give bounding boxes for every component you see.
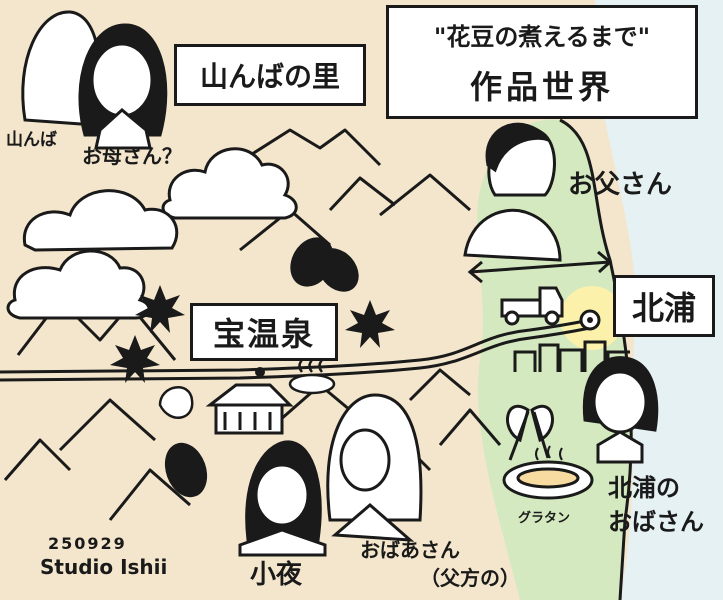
mother-label: お母さん？ [82, 144, 182, 168]
clouds [6, 147, 298, 320]
grandma-label: おばあさん [360, 538, 460, 562]
village-label: 山んばの里 [199, 60, 340, 93]
onsen-label-box: 宝温泉 [190, 303, 338, 361]
town-buildings [513, 340, 630, 372]
maple-leaves [110, 285, 395, 383]
title-box: "花豆の煮えるまで" 作品世界 [386, 5, 698, 119]
kitaura-label-box: 北浦 [613, 275, 715, 337]
truck [500, 286, 564, 326]
characters [21, 10, 659, 557]
kitaura-label: 北浦 [631, 289, 696, 327]
mother-face [90, 42, 154, 118]
ribbon [506, 404, 554, 461]
father-label: お父さん [568, 170, 673, 200]
onsen-location-dot [255, 367, 265, 377]
aunt-label-line1: 北浦の [608, 474, 680, 502]
gratin-dish [502, 445, 594, 500]
chestnut [158, 386, 194, 419]
aunt-label-line2: おばさん [608, 508, 704, 536]
signature-date: 250929 [48, 534, 127, 553]
title-quote: "花豆の煮えるまで" [433, 22, 651, 51]
house [205, 383, 294, 435]
gratin-label: グラタン [518, 511, 571, 526]
onsen-label: 宝温泉 [212, 315, 315, 353]
village-label-box: 山んばの里 [174, 44, 366, 106]
father-hair [485, 122, 553, 173]
sayo-label: 小夜 [250, 560, 303, 590]
aunt-face [592, 370, 648, 434]
beans [164, 237, 359, 498]
signature-studio: Studio Ishii [40, 555, 168, 579]
grandma-note: （父方の） [420, 566, 520, 590]
sayo-face [254, 463, 310, 527]
title-subtitle: 作品世界 [469, 67, 614, 106]
double-arrow [467, 250, 613, 284]
yamanba-label: 山んば [6, 130, 57, 150]
